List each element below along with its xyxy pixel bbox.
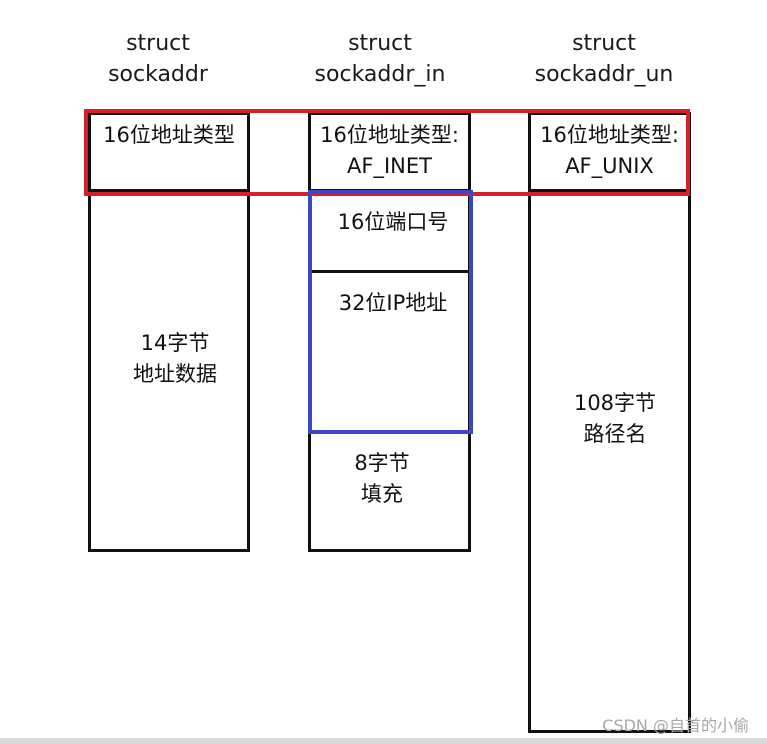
- sockaddr-header: struct sockaddr: [88, 28, 228, 90]
- sockaddr-in-pad-line2: 填充: [361, 482, 403, 506]
- sockaddr-in-ip-label: 32位IP地址: [308, 288, 478, 319]
- sockaddr-in-pad-line1: 8字节: [354, 451, 410, 475]
- sockaddr-un-path-label: 108字节 路径名: [528, 388, 702, 450]
- sockaddr-data-line1: 14字节: [140, 331, 210, 355]
- sockaddr-un-type-line1: 16位地址类型:: [540, 123, 679, 147]
- sockaddr-un-header-line1: struct: [572, 31, 636, 56]
- sockaddr-in-type-line1: 16位地址类型:: [320, 123, 459, 147]
- sockaddr-data-field: [88, 189, 250, 552]
- bottom-divider: [0, 738, 767, 744]
- sockaddr-un-path-line1: 108字节: [573, 391, 657, 415]
- sockaddr-type-line1: 16位地址类型: [103, 123, 235, 147]
- sockaddr-data-line2: 地址数据: [133, 362, 217, 386]
- sockaddr-un-path-field: [528, 189, 691, 733]
- sockaddr-header-line1: struct: [126, 31, 190, 56]
- sockaddr-in-port-line1: 16位端口号: [337, 210, 449, 234]
- sockaddr-un-type-line2: AF_UNIX: [565, 154, 654, 178]
- sockaddr-type-label: 16位地址类型: [88, 120, 250, 151]
- sockaddr-in-header: struct sockaddr_in: [305, 28, 455, 90]
- port-and-ip-highlight: [308, 190, 473, 434]
- sockaddr-header-line2: sockaddr: [108, 62, 208, 87]
- sockaddr-in-type-label: 16位地址类型: AF_INET: [308, 120, 471, 182]
- sockaddr-un-header-line2: sockaddr_un: [534, 62, 674, 87]
- sockaddr-un-type-label: 16位地址类型: AF_UNIX: [528, 120, 691, 182]
- sockaddr-in-type-line2: AF_INET: [347, 154, 432, 178]
- sockaddr-un-path-line2: 路径名: [583, 422, 647, 446]
- address-type-row-highlight: [84, 109, 690, 196]
- sockaddr-in-header-line2: sockaddr_in: [314, 62, 446, 87]
- sockaddr-un-header: struct sockaddr_un: [524, 28, 684, 90]
- sockaddr-data-label: 14字节 地址数据: [88, 328, 262, 390]
- sockaddr-in-header-line1: struct: [348, 31, 412, 56]
- sockaddr-in-ip-line1: 32位IP地址: [338, 291, 448, 315]
- sockaddr-in-port-label: 16位端口号: [308, 207, 478, 238]
- sockaddr-in-pad-label: 8字节 填充: [308, 448, 456, 510]
- csdn-watermark: CSDN @自首的小偷: [602, 716, 749, 735]
